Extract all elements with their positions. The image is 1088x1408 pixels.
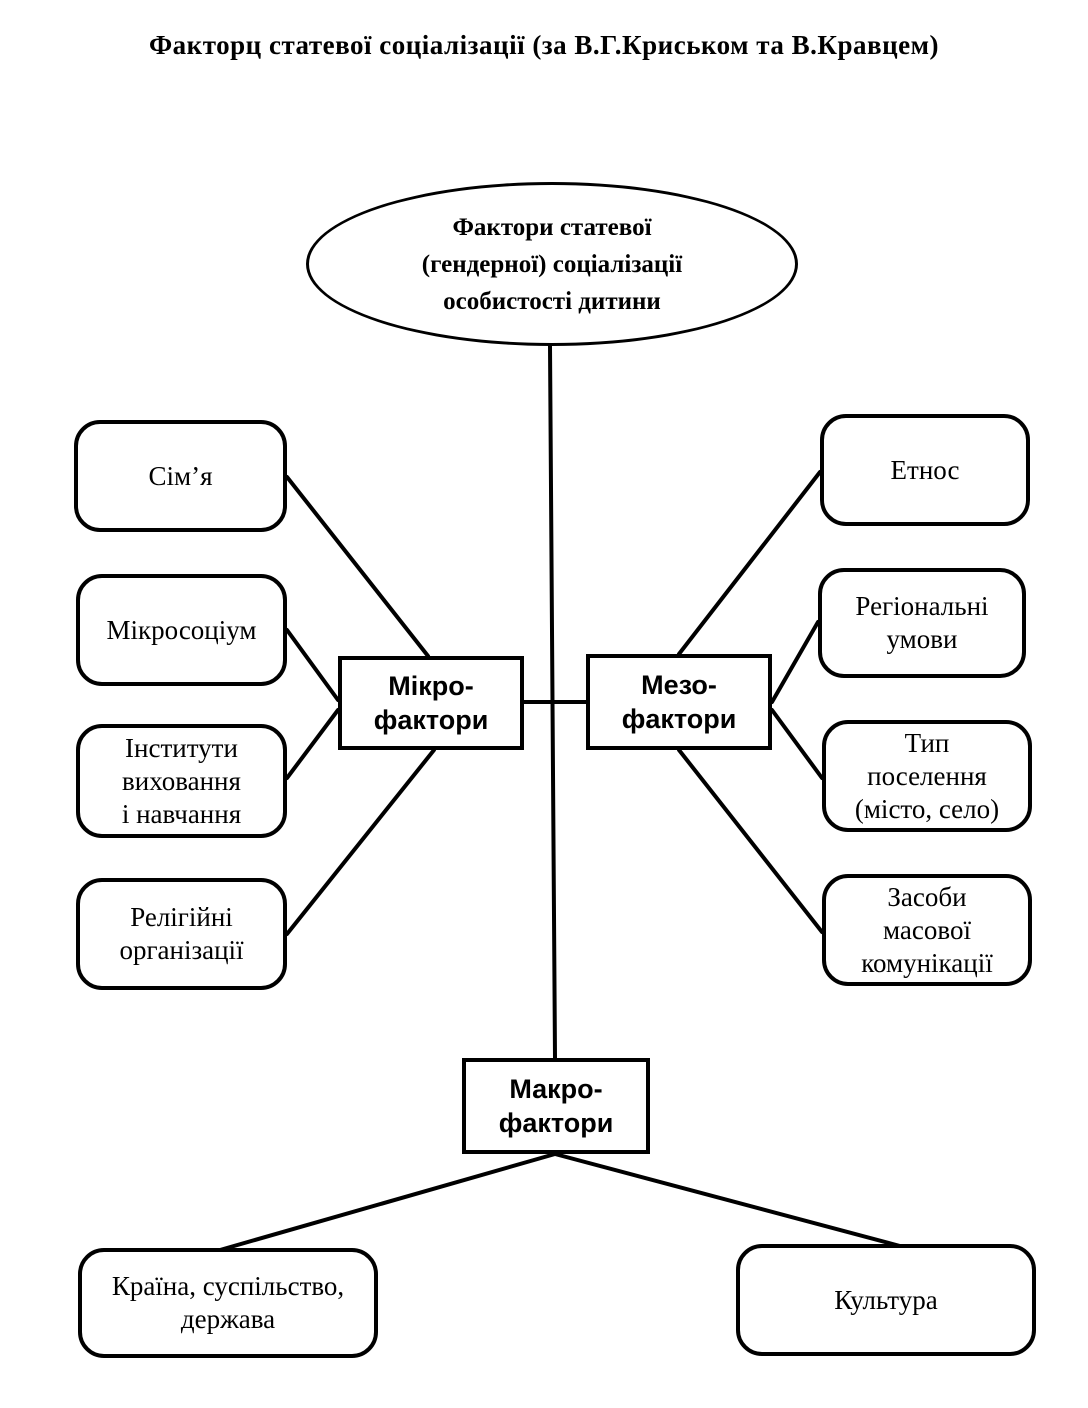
page-title: Факторц статевої соціалізації (за В.Г.Кр… <box>148 30 939 60</box>
connector-micro-microsociety <box>285 628 340 702</box>
meso-item-label: Регіональні умови <box>855 591 989 654</box>
macro-factors-node: Макро- фактори <box>462 1058 650 1154</box>
meso-item-label: Засоби масової комунікації <box>861 881 993 978</box>
meso-item-regional: Регіональні умови <box>818 568 1026 678</box>
connector-macro-culture <box>553 1152 902 1248</box>
connector-macro-country <box>218 1152 557 1252</box>
connector-micro-family <box>285 475 430 658</box>
macro-item-country: Країна, суспільство, держава <box>78 1248 378 1358</box>
connector-meso-regional <box>770 620 820 704</box>
meso-item-settlement: Тип поселення (місто, село) <box>822 720 1032 832</box>
meso-item-media: Засоби масової комунікації <box>822 874 1032 986</box>
meso-factors-node: Мезо- фактори <box>586 654 772 750</box>
connector-meso-settlement <box>770 708 824 780</box>
root-node-label: Фактори статевої (гендерної) соціалізаці… <box>421 213 683 315</box>
micro-factors-label: Мікро- фактори <box>373 671 489 735</box>
meso-item-label: Тип поселення (місто, село) <box>854 727 1000 824</box>
micro-factors-node: Мікро- фактори <box>338 656 524 750</box>
micro-item-label: Сім’я <box>148 460 213 491</box>
meso-item-ethnos: Етнос <box>820 414 1030 526</box>
connector-micro-institutions <box>285 708 340 780</box>
micro-item-religion: Релігійні організації <box>76 878 287 990</box>
macro-item-culture: Культура <box>736 1244 1036 1356</box>
macro-item-label: Країна, суспільство, держава <box>111 1271 345 1334</box>
micro-item-label: Інститути виховання і навчання <box>121 732 242 829</box>
meso-factors-label: Мезо- фактори <box>621 670 737 734</box>
micro-item-label: Релігійні організації <box>119 902 244 965</box>
macro-item-label: Культура <box>834 1284 938 1315</box>
micro-item-family: Сім’я <box>74 420 287 532</box>
meso-item-label: Етнос <box>890 454 960 485</box>
macro-factors-label: Макро- фактори <box>498 1074 614 1138</box>
micro-item-microsociety: Мікросоціум <box>76 574 287 686</box>
micro-item-institutions: Інститути виховання і навчання <box>76 724 287 838</box>
connector-micro-religion <box>285 748 436 936</box>
root-node: Фактори статевої (гендерної) соціалізаці… <box>306 182 798 346</box>
micro-item-label: Мікросоціум <box>106 614 257 645</box>
connector-meso-media <box>677 748 824 934</box>
connector-meso-ethnos <box>677 470 822 656</box>
